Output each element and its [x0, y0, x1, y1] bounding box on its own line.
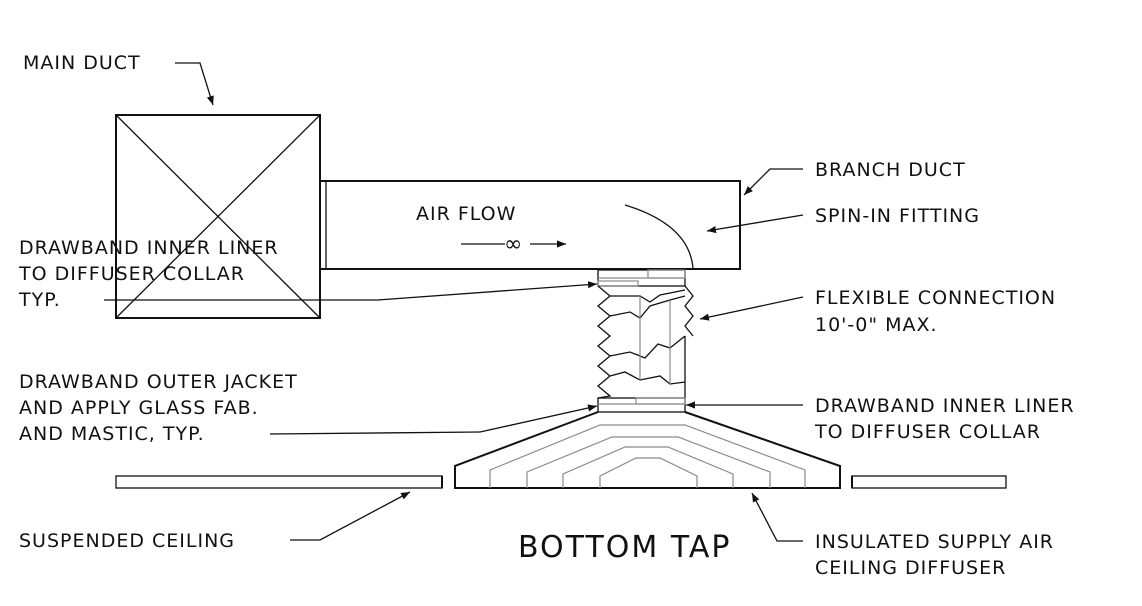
label-drawband-outer-line1: DRAWBAND OUTER JACKET [19, 371, 298, 393]
flexible-connection [596, 269, 694, 413]
label-main-duct: MAIN DUCT [23, 52, 141, 74]
suspended-ceiling [115, 475, 1007, 489]
ceiling-diffuser [454, 411, 841, 489]
flow-symbol: ∞ [504, 232, 522, 257]
label-drawband-inner-left-line1: DRAWBAND INNER LINER [19, 237, 279, 259]
drawing-title: BOTTOM TAP [518, 530, 731, 565]
label-drawband-outer-line3: AND MASTIC, TYP. [19, 423, 205, 445]
branch-duct [319, 180, 741, 270]
label-drawband-outer-line2: AND APPLY GLASS FAB. [19, 397, 259, 419]
label-spin-in-fitting: SPIN-IN FITTING [815, 205, 980, 227]
spin-in-fitting-arc [624, 204, 694, 270]
label-suspended-ceiling: SUSPENDED CEILING [19, 530, 235, 552]
label-diffuser-line1: INSULATED SUPPLY AIR [815, 531, 1054, 553]
leader-lines [104, 62, 804, 542]
label-flexible-connection-line1: FLEXIBLE CONNECTION [815, 287, 1056, 309]
label-branch-duct: BRANCH DUCT [815, 159, 966, 181]
label-diffuser-line2: CEILING DIFFUSER [815, 557, 1006, 579]
label-drawband-inner-right-line2: TO DIFFUSER COLLAR [814, 421, 1041, 443]
label-air-flow: AIR FLOW [416, 203, 516, 225]
main-duct [115, 114, 321, 319]
label-drawband-inner-left-line3: TYP. [18, 289, 61, 311]
label-flexible-connection-line2: 10'-0" MAX. [815, 314, 938, 336]
label-drawband-inner-left-line2: TO DIFFUSER COLLAR [18, 263, 245, 285]
label-drawband-inner-right-line1: DRAWBAND INNER LINER [815, 395, 1075, 417]
